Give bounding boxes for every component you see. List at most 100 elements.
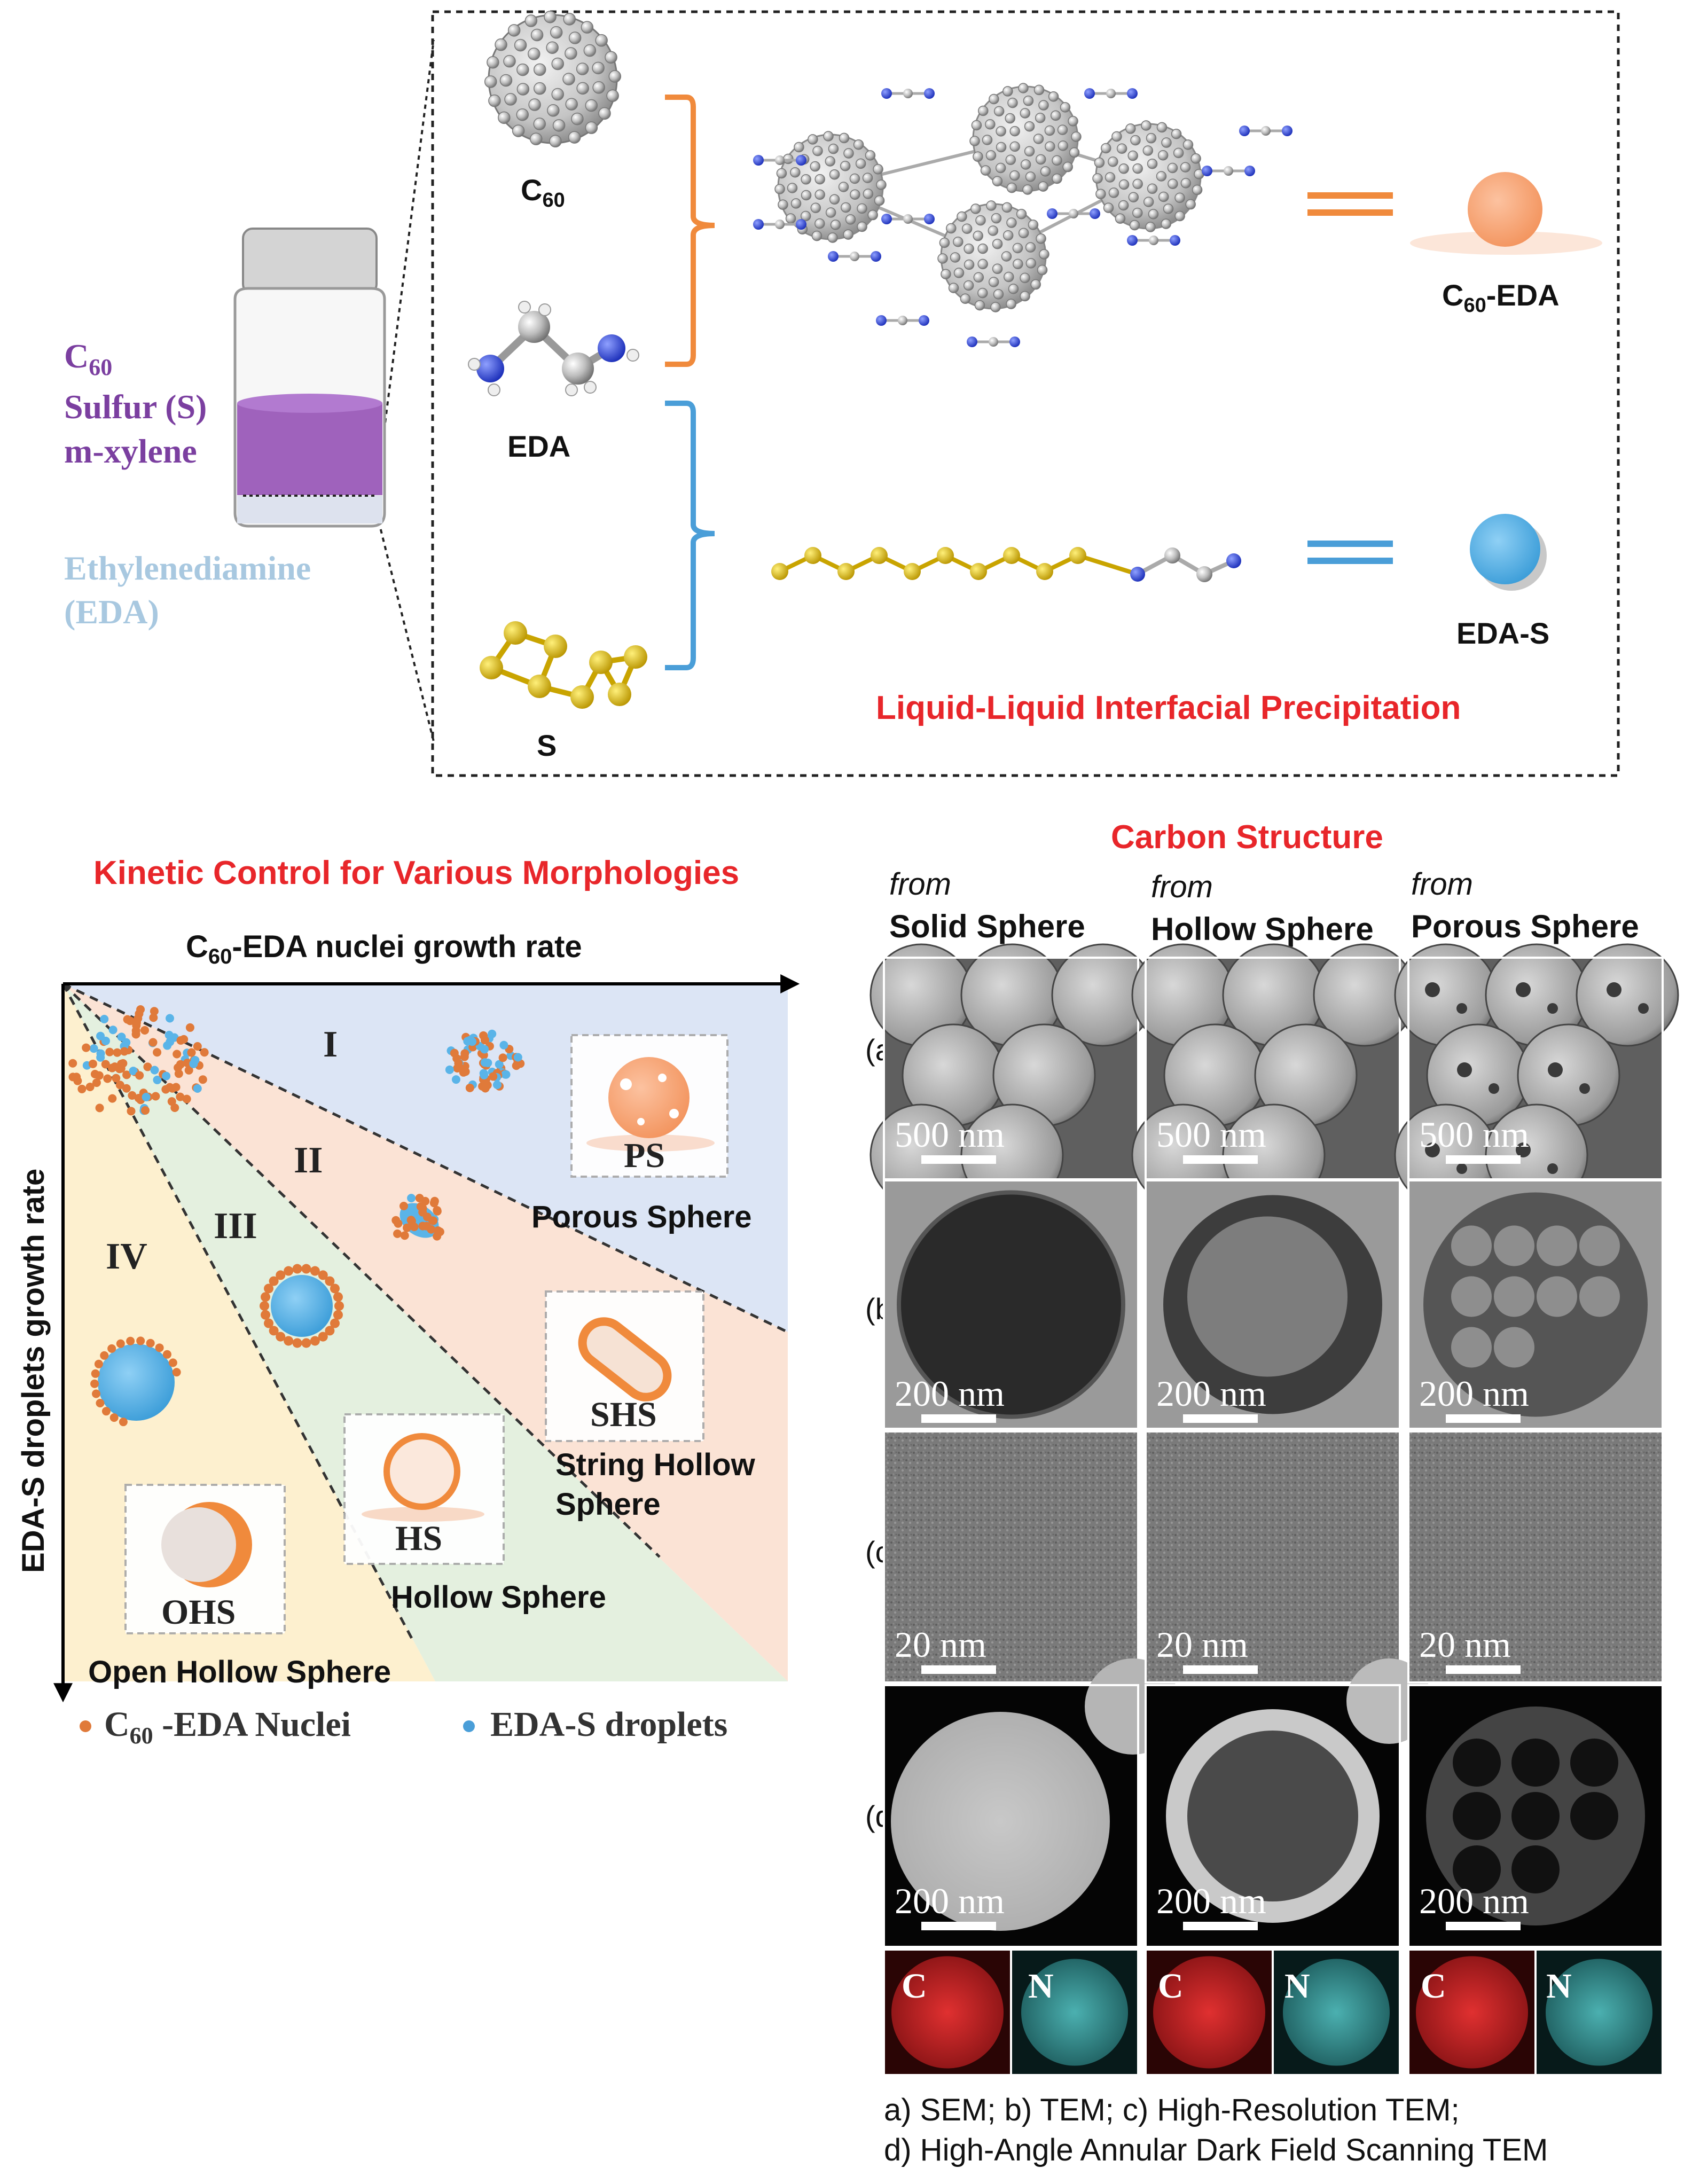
c60-eda-label: C60-EDA [1442,278,1560,317]
eda-s-sphere [1470,514,1540,584]
mechanism-box [431,10,1620,777]
scale-label: 200 nm [1156,1373,1266,1414]
scale-label: 200 nm [1419,1881,1529,1921]
x-axis-label: C60-EDA nuclei growth rate [186,929,582,968]
scale-label: 200 nm [895,1373,1005,1414]
s-label: S [537,729,557,762]
scale-bar [1183,1922,1258,1930]
scale-label: 20 nm [1156,1624,1248,1665]
ohs-sphere-front [161,1507,236,1582]
map-n-label-3: N [1546,1967,1572,2006]
micrograph-grid [870,943,1679,2076]
process-title: Liquid-Liquid Interfacial Precipitation [876,690,1461,726]
caption-line-2: d) High-Angle Annular Dark Field Scannin… [884,2133,1548,2167]
scale-bar [921,1922,996,1930]
zoom-line-bottom [375,512,435,742]
map-c-label-3: C [1421,1967,1446,2006]
scale-label: 20 nm [895,1624,986,1665]
shs-capsule [578,1317,672,1402]
col2-from: from [1151,870,1213,904]
scale-bar [1446,1665,1521,1674]
hs-name: Hollow Sphere [391,1580,606,1615]
eds-map-labels: C N C N C N [902,1967,1572,2006]
boundary-III-IV [61,983,416,1643]
map-n-label-2: N [1284,1967,1310,2006]
shs-name-2: Sphere [555,1487,661,1522]
nuclei-cluster-zone-II [391,1194,444,1241]
scale-label: 200 nm [895,1881,1005,1921]
col2-name: Hollow Sphere [1151,911,1374,947]
vial-sulfur-label: Sulfur (S) [64,388,207,426]
scale-bar [921,1155,996,1164]
c60-label: C60 [521,173,565,212]
scale-bars: 500 nm 500 nm 500 nm 200 nm 200 nm 200 nm 20 n… [895,1114,1529,1930]
ps-abbr: PS [624,1136,665,1175]
scale-bar [1446,1414,1521,1423]
zone-IV-label: IV [106,1236,147,1277]
scale-label: 200 nm [1156,1881,1266,1921]
vial-c60-label: C60 [64,337,112,380]
zone-I-label: I [323,1024,338,1065]
scale-label: 500 nm [895,1114,1005,1155]
y-axis-label: EDA-S droplets growth rate [16,1169,51,1573]
vial-eda-label-2: (EDA) [64,593,159,631]
caption-line-1: a) SEM; b) TEM; c) High-Resolution TEM; [884,2093,1460,2127]
legend-nuclei: C60 -EDA Nuclei [104,1705,351,1749]
scale-bar [921,1665,996,1674]
blue-bracket [665,401,715,670]
map-c-label-2: C [1158,1967,1184,2006]
eda-s-chain [771,547,1241,582]
scale-label: 200 nm [1419,1373,1529,1414]
scale-bar [1183,1414,1258,1423]
boundary-II-III [62,983,661,1558]
legend-droplets: EDA-S droplets [490,1705,727,1744]
kinetic-title: Kinetic Control for Various Morphologies [93,855,739,891]
col3-from: from [1411,867,1473,902]
legend-nuclei-dot [80,1720,91,1732]
droplet-zone-III [260,1264,344,1348]
scale-bar [921,1414,996,1423]
zoom-line-top [375,40,435,491]
nuclei-cluster-zone-I [445,1029,525,1093]
map-c-label-1: C [902,1967,927,2006]
eda-label: EDA [507,429,570,463]
nuclei-cluster-origin [68,1005,209,1116]
scale-label: 500 nm [1419,1114,1529,1155]
reaction-vial [233,228,386,528]
scale-bar [1183,1665,1258,1674]
shs-abbr: SHS [590,1395,657,1434]
ohs-name: Open Hollow Sphere [88,1655,391,1689]
c60-molecule [484,10,622,148]
eda-molecule [468,301,639,396]
vial-solvent-label: m-xylene [64,432,197,470]
c60-eda-sphere [1468,172,1542,247]
sulfur-atoms [480,621,647,709]
legend-droplets-dot [463,1720,475,1732]
col1-from: from [889,867,951,902]
zone-II-label: II [294,1140,323,1181]
col3-name: Porous Sphere [1411,909,1639,944]
scale-label: 500 nm [1156,1114,1266,1155]
zone-III-label: III [214,1205,257,1247]
shs-name-1: String Hollow [555,1447,756,1482]
equals-blue [1307,541,1393,564]
hs-abbr: HS [395,1519,442,1558]
ohs-abbr: OHS [161,1593,236,1632]
scale-bar [1183,1155,1258,1164]
scale-bar [1446,1922,1521,1930]
c60-eda-network [753,83,1292,347]
map-n-label-1: N [1028,1967,1054,2006]
orange-bracket [665,95,715,367]
ps-sphere [608,1057,690,1138]
vial-eda-label-1: Ethylenediamine [64,549,311,587]
scale-label: 20 nm [1419,1624,1511,1665]
ps-name: Porous Sphere [531,1200,752,1234]
carbon-title: Carbon Structure [1111,819,1383,856]
hs-sphere [383,1433,460,1510]
equals-orange [1307,192,1393,216]
droplet-zone-IV [90,1336,181,1427]
eda-s-label: EDA-S [1456,616,1549,650]
col1-name: Solid Sphere [889,909,1085,944]
